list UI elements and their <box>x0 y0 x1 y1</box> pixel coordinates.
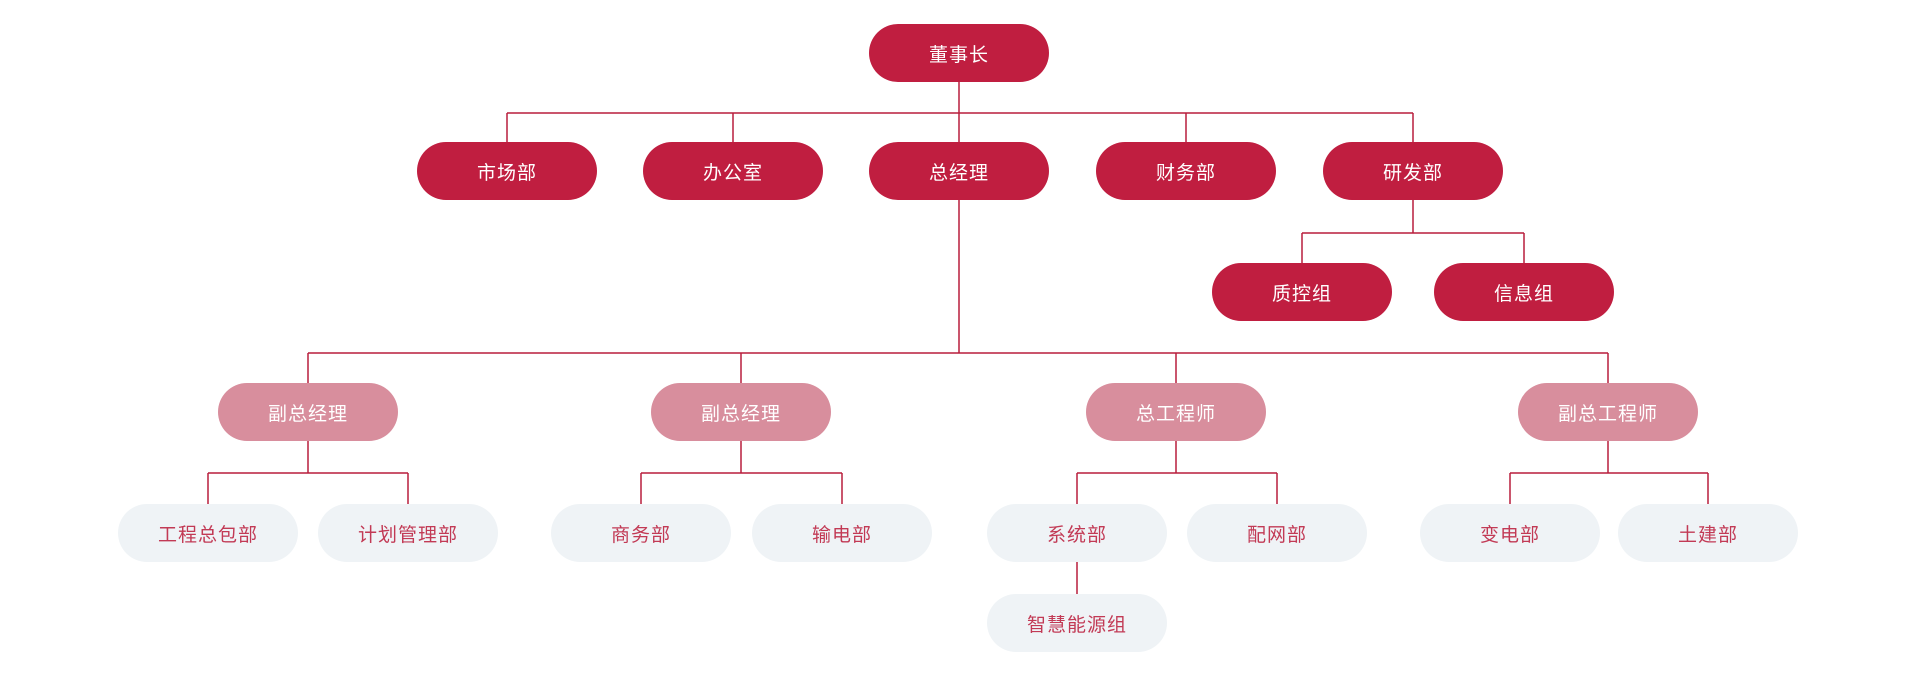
org-node-marketing[interactable]: 市场部 <box>417 142 597 200</box>
org-node-label: 输电部 <box>811 524 872 546</box>
org-node-label: 智慧能源组 <box>1026 614 1127 636</box>
org-node-label: 总经理 <box>928 162 989 184</box>
org-node-smart-energy-group[interactable]: 智慧能源组 <box>987 594 1167 652</box>
org-node-distribution-dept[interactable]: 配网部 <box>1187 504 1367 562</box>
org-node-civil-dept[interactable]: 土建部 <box>1618 504 1798 562</box>
org-node-deputy-gm-2[interactable]: 副总经理 <box>651 383 831 441</box>
org-node-label: 市场部 <box>476 162 537 184</box>
org-node-chairman[interactable]: 董事长 <box>869 24 1049 82</box>
org-node-commerce-dept[interactable]: 商务部 <box>551 504 731 562</box>
org-node-label: 董事长 <box>928 44 989 66</box>
org-node-substation-dept[interactable]: 变电部 <box>1420 504 1600 562</box>
org-node-label: 系统部 <box>1046 524 1107 546</box>
org-node-label: 配网部 <box>1246 524 1307 546</box>
org-node-finance[interactable]: 财务部 <box>1096 142 1276 200</box>
org-node-planning-dept[interactable]: 计划管理部 <box>318 504 498 562</box>
org-node-label: 副总经理 <box>700 403 781 425</box>
org-node-qc-group[interactable]: 质控组 <box>1212 263 1392 321</box>
org-node-label: 副总工程师 <box>1557 403 1658 425</box>
org-node-transmission-dept[interactable]: 输电部 <box>752 504 932 562</box>
org-node-label: 副总经理 <box>267 403 348 425</box>
org-node-label: 土建部 <box>1677 524 1738 546</box>
org-node-office[interactable]: 办公室 <box>643 142 823 200</box>
org-node-label: 办公室 <box>702 162 763 184</box>
org-node-info-group[interactable]: 信息组 <box>1434 263 1614 321</box>
org-node-label: 商务部 <box>610 524 671 546</box>
org-node-deputy-chief-eng[interactable]: 副总工程师 <box>1518 383 1698 441</box>
org-node-label: 工程总包部 <box>157 524 258 546</box>
org-node-deputy-gm-1[interactable]: 副总经理 <box>218 383 398 441</box>
org-node-system-dept[interactable]: 系统部 <box>987 504 1167 562</box>
org-node-label: 质控组 <box>1271 283 1332 305</box>
org-node-label: 财务部 <box>1155 162 1216 184</box>
org-node-chief-eng[interactable]: 总工程师 <box>1086 383 1266 441</box>
org-node-label: 计划管理部 <box>357 524 458 546</box>
org-node-label: 信息组 <box>1493 283 1554 305</box>
org-node-rnd[interactable]: 研发部 <box>1323 142 1503 200</box>
org-node-label: 总工程师 <box>1135 403 1216 425</box>
org-node-label: 研发部 <box>1382 162 1443 184</box>
org-node-gm[interactable]: 总经理 <box>869 142 1049 200</box>
org-node-epc-dept[interactable]: 工程总包部 <box>118 504 298 562</box>
org-node-label: 变电部 <box>1479 524 1540 546</box>
